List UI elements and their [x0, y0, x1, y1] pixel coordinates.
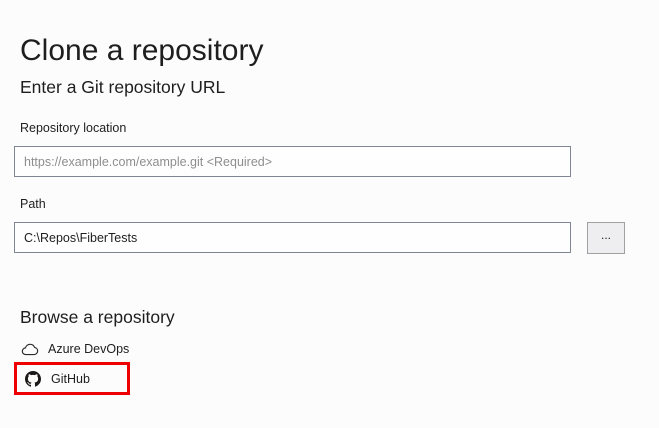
repository-location-input[interactable]: [14, 146, 571, 177]
provider-label-github: GitHub: [51, 371, 90, 386]
repository-location-label: Repository location: [20, 121, 127, 135]
github-highlight-box: GitHub: [14, 362, 130, 395]
browse-section-heading: Browse a repository: [20, 307, 175, 327]
provider-item-azure-devops[interactable]: Azure DevOps: [21, 339, 129, 359]
provider-item-github[interactable]: GitHub: [24, 365, 90, 392]
page-title: Clone a repository: [20, 34, 264, 68]
browse-path-button[interactable]: ...: [587, 222, 625, 254]
url-section-heading: Enter a Git repository URL: [20, 77, 226, 97]
path-label: Path: [20, 197, 46, 211]
path-input[interactable]: [14, 222, 571, 253]
github-icon: [24, 370, 42, 388]
cloud-icon: [21, 340, 39, 358]
provider-label-azure-devops: Azure DevOps: [48, 342, 130, 356]
